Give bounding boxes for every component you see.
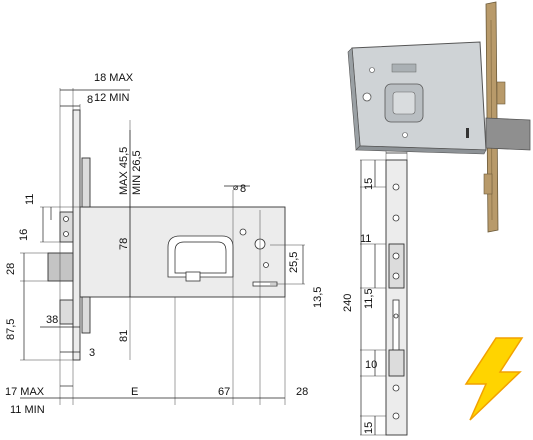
dim-backset-max: 18 MAX xyxy=(94,72,134,84)
side-dim-15-bottom: 15 xyxy=(363,422,375,434)
faceplate xyxy=(72,109,81,361)
rod-top xyxy=(81,157,91,208)
lightning-bolt-icon xyxy=(464,337,524,421)
side-faceplate xyxy=(385,159,408,436)
side-dim-240: 240 xyxy=(342,294,354,312)
svg-text:⌀: ⌀ xyxy=(233,182,239,192)
dim-backset-min: 12 MIN xyxy=(94,92,130,104)
dim-28-bottom: 28 xyxy=(296,386,308,398)
side-dim-10: 10 xyxy=(365,359,377,371)
dim-87: 87,5 xyxy=(5,319,17,340)
dim-16: 16 xyxy=(18,229,30,241)
bottom-bolt xyxy=(59,299,74,325)
front-view: 18 MAX 12 MIN 8 MAX 45,5 MIN 26,5 11 16 … xyxy=(5,72,324,416)
dim-min-26: MIN 26,5 xyxy=(131,150,143,195)
side-dim-15-top: 15 xyxy=(363,178,375,190)
side-view: 22 15 11 240 11,5 10 15 xyxy=(342,140,408,436)
dim-bottom-min: 11 MIN xyxy=(10,404,45,416)
dim-28-left: 28 xyxy=(5,263,17,275)
dim-11: 11 xyxy=(24,194,36,205)
side-dim-11-5: 11,5 xyxy=(363,288,375,309)
dim-67: 67 xyxy=(218,386,230,398)
dim-25: 25,5 xyxy=(288,252,300,273)
dim-8-top: 8 xyxy=(87,94,93,106)
deadbolt xyxy=(47,252,74,282)
dim-8-cylinder: 8 xyxy=(240,183,246,195)
dim-81: 81 xyxy=(118,330,130,342)
dim-13: 13,5 xyxy=(312,287,324,308)
dim-max-45: MAX 45,5 xyxy=(118,147,130,195)
dim-38: 38 xyxy=(46,314,58,326)
dim-bottom-max: 17 MAX xyxy=(5,386,45,398)
lock-photo xyxy=(347,1,531,233)
rod-bottom xyxy=(81,296,91,334)
dim-e: E xyxy=(131,386,138,398)
dim-3: 3 xyxy=(89,347,95,359)
side-dim-11: 11 xyxy=(360,233,371,245)
dim-78: 78 xyxy=(118,238,130,250)
